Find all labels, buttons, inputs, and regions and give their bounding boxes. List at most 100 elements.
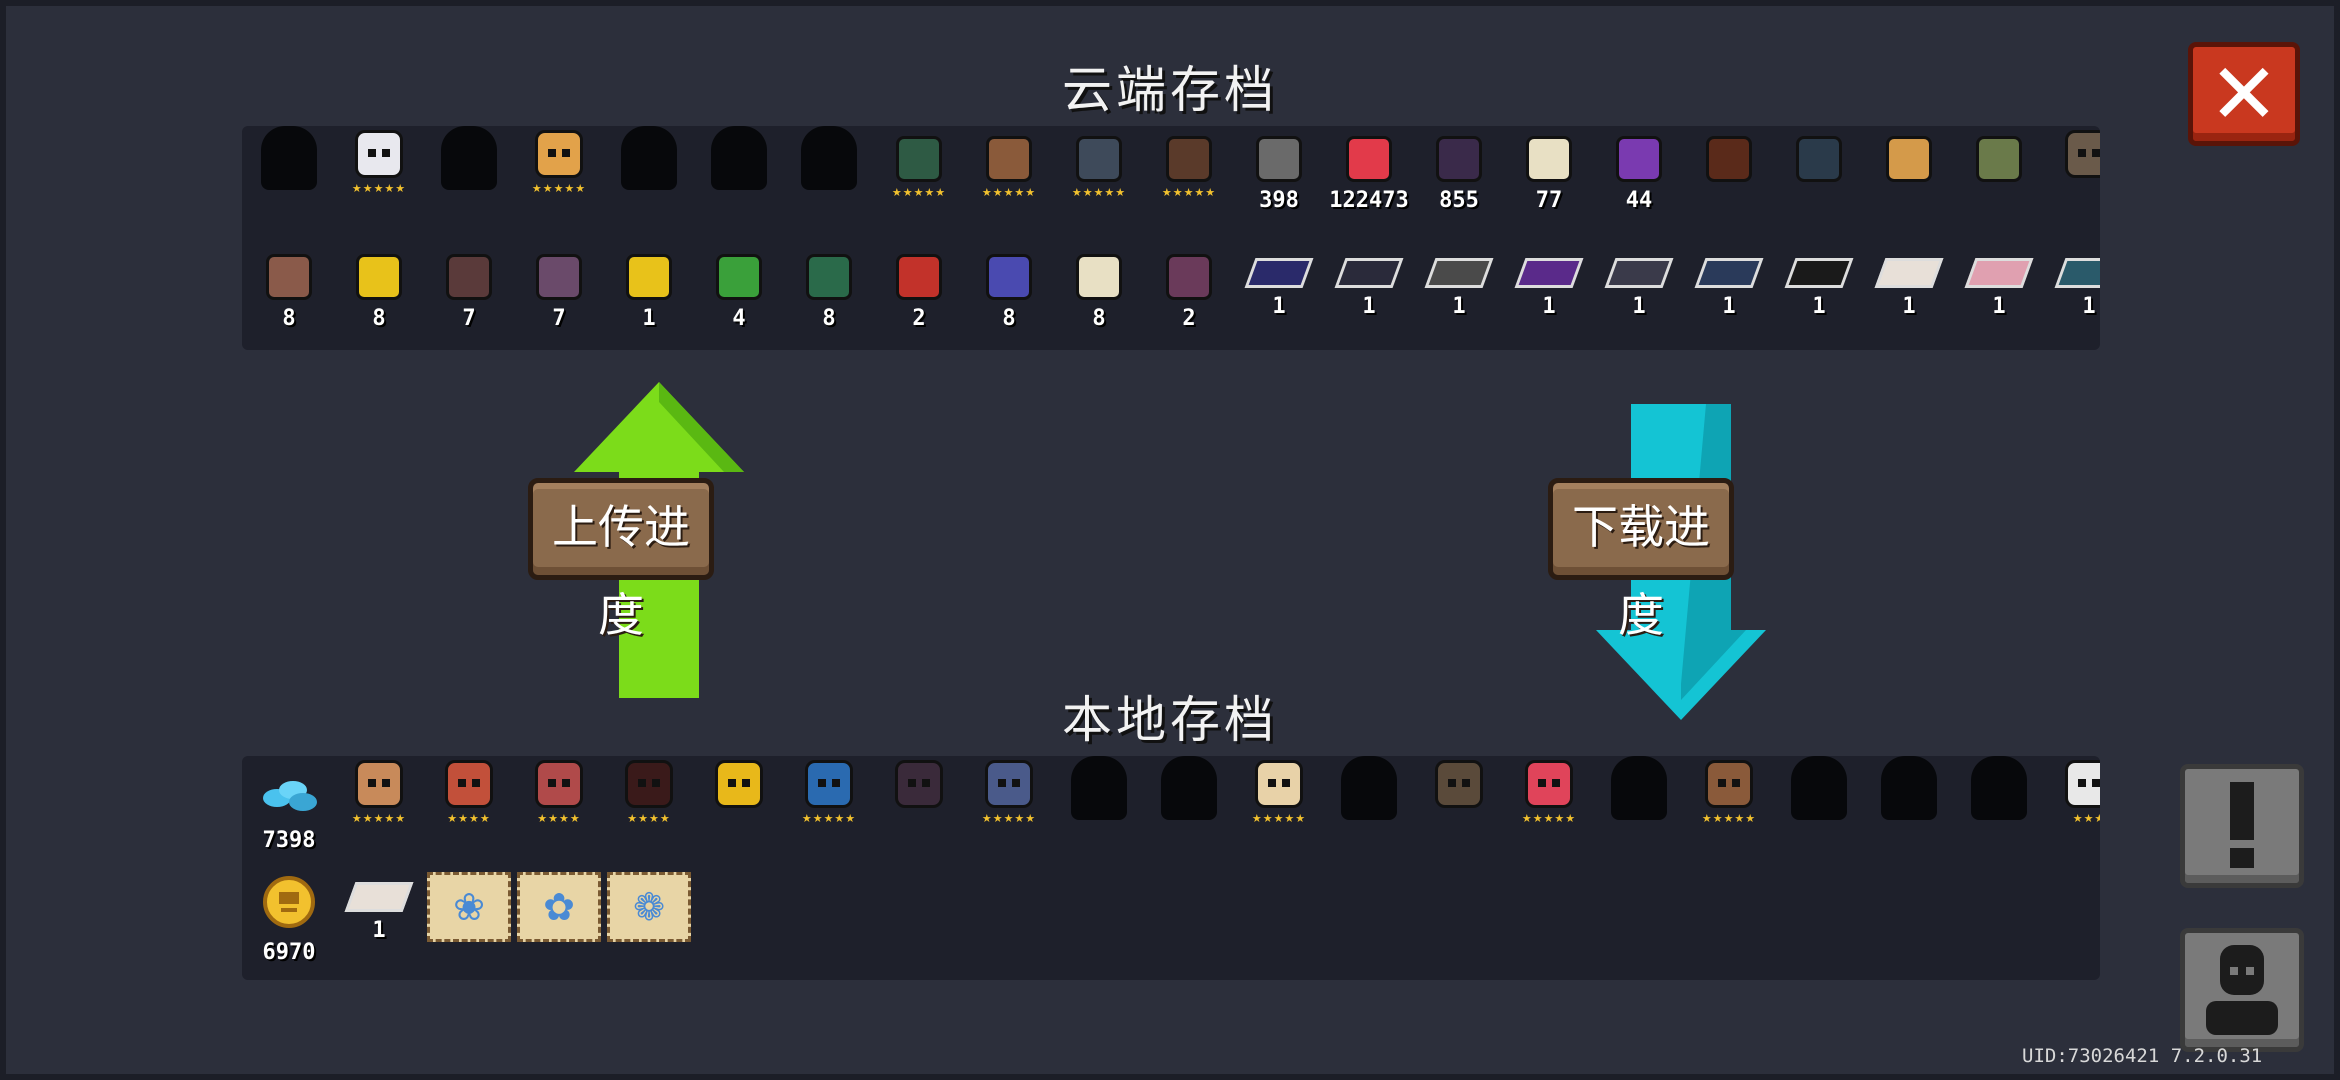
character-eye [472,779,480,787]
save-slot[interactable]: ★★★★★ [1684,756,1774,856]
save-slot[interactable]: 1 [334,868,424,968]
save-slot[interactable]: ★★★★★ [514,126,604,226]
save-slot[interactable]: ★★★★★ [1054,126,1144,226]
local-save-strip[interactable]: 7398★★★★★★★★★★★★★★★★★★★★★★★★★★★★★★★★★★★★… [242,756,2100,980]
save-slot[interactable] [1774,756,1864,856]
save-slot[interactable] [1864,756,1954,856]
save-slot[interactable] [694,126,784,226]
save-slot[interactable]: 8 [784,244,874,344]
save-slot[interactable]: ✿ [514,868,604,968]
save-slot[interactable]: 7 [424,244,514,344]
item-icon [1346,136,1392,182]
item-icon [1796,136,1842,182]
save-slot[interactable] [604,126,694,226]
save-slot[interactable] [1054,756,1144,856]
save-slot[interactable]: ★★★★★ [334,756,424,856]
save-slot[interactable] [1324,756,1414,856]
save-slot[interactable] [1684,126,1774,226]
item-icon [1166,254,1212,300]
save-slot[interactable]: 8 [964,244,1054,344]
save-slot[interactable]: 855 [1414,126,1504,226]
save-slot[interactable]: 8 [1054,244,1144,344]
save-slot[interactable]: 1 [1594,244,1684,344]
character-portrait [805,760,853,808]
save-slot[interactable]: 6970 [244,868,334,968]
save-slot[interactable]: 2 [874,244,964,344]
character-eye [1012,779,1020,787]
account-button[interactable] [2180,928,2304,1052]
locked-character-silhouette [261,126,317,190]
save-slot[interactable]: ★★★★ [424,756,514,856]
save-slot[interactable]: 398 [1234,126,1324,226]
save-slot[interactable]: 8 [244,244,334,344]
character-eye [922,779,930,787]
save-slot[interactable] [1594,756,1684,856]
save-slot[interactable]: 1 [604,244,694,344]
save-slot[interactable]: 1 [2044,244,2100,344]
character-eye [1718,779,1726,787]
save-slot[interactable] [424,126,514,226]
save-slot[interactable]: 1 [1954,244,2044,344]
character-eye [548,779,556,787]
save-slot[interactable] [694,756,784,856]
save-slot[interactable]: 8 [334,244,424,344]
save-slot[interactable]: 1 [1324,244,1414,344]
save-slot[interactable]: 2 [1144,244,1234,344]
save-slot[interactable] [1954,126,2044,226]
save-slot[interactable] [1414,756,1504,856]
save-slot[interactable]: 1 [1864,244,1954,344]
save-slot[interactable] [244,126,334,226]
item-quantity: 2 [912,306,926,331]
ticket-item-icon [1514,258,1584,288]
item-icon [1436,136,1482,182]
save-slot[interactable]: ★★★★★ [1144,126,1234,226]
save-slot[interactable]: ❁ [604,868,694,968]
save-slot[interactable] [1954,756,2044,856]
item-icon [1256,136,1302,182]
alert-button[interactable] [2180,764,2304,888]
save-slot[interactable]: 77 [1504,126,1594,226]
close-button[interactable]: ✕ [2188,42,2300,146]
save-slot[interactable] [1144,756,1234,856]
save-slot[interactable]: ★★★★★ [1234,756,1324,856]
save-slot[interactable]: ★★★★★ [964,126,1054,226]
save-slot[interactable]: ★★★★ [514,756,604,856]
save-slot[interactable]: ★★★★★ [784,756,874,856]
save-slot[interactable]: 4 [694,244,784,344]
character-eye [1448,779,1456,787]
close-icon: ✕ [2208,45,2280,143]
save-slot[interactable] [2044,126,2100,226]
upload-progress-button[interactable]: 上传进度 [528,478,714,642]
save-slot[interactable] [1864,126,1954,226]
save-slot[interactable]: ★★★★★ [1504,756,1594,856]
save-slot[interactable] [784,126,874,226]
save-slot[interactable] [874,756,964,856]
save-slot[interactable]: 1 [1234,244,1324,344]
save-slot[interactable]: ★★★★★ [874,126,964,226]
save-slot[interactable]: ★★★ [2044,756,2100,856]
save-slot[interactable]: 1 [1504,244,1594,344]
star-rating: ★★★ [2072,812,2100,825]
save-slot[interactable] [1774,126,1864,226]
save-slot[interactable]: 1 [1684,244,1774,344]
item-quantity: 1 [642,306,656,331]
save-slot[interactable]: ★★★★★ [334,126,424,226]
character-eye [562,779,570,787]
save-slot[interactable]: 1 [1774,244,1864,344]
star-rating: ★★★★★ [981,812,1037,825]
save-slot[interactable]: ❀ [424,868,514,968]
local-row-characters: 7398★★★★★★★★★★★★★★★★★★★★★★★★★★★★★★★★★★★★… [242,756,2100,856]
download-progress-button[interactable]: 下载进度 [1548,478,1734,642]
save-slot[interactable]: 7 [514,244,604,344]
item-icon [986,136,1032,182]
save-slot[interactable]: 1 [1414,244,1504,344]
save-slot[interactable]: ★★★★ [604,756,694,856]
save-slot[interactable]: 7398 [244,756,334,856]
save-slot[interactable]: ★★★★★ [964,756,1054,856]
item-icon [356,254,402,300]
character-eye [382,779,390,787]
save-slot[interactable]: 122473 [1324,126,1414,226]
save-slot[interactable]: 44 [1594,126,1684,226]
